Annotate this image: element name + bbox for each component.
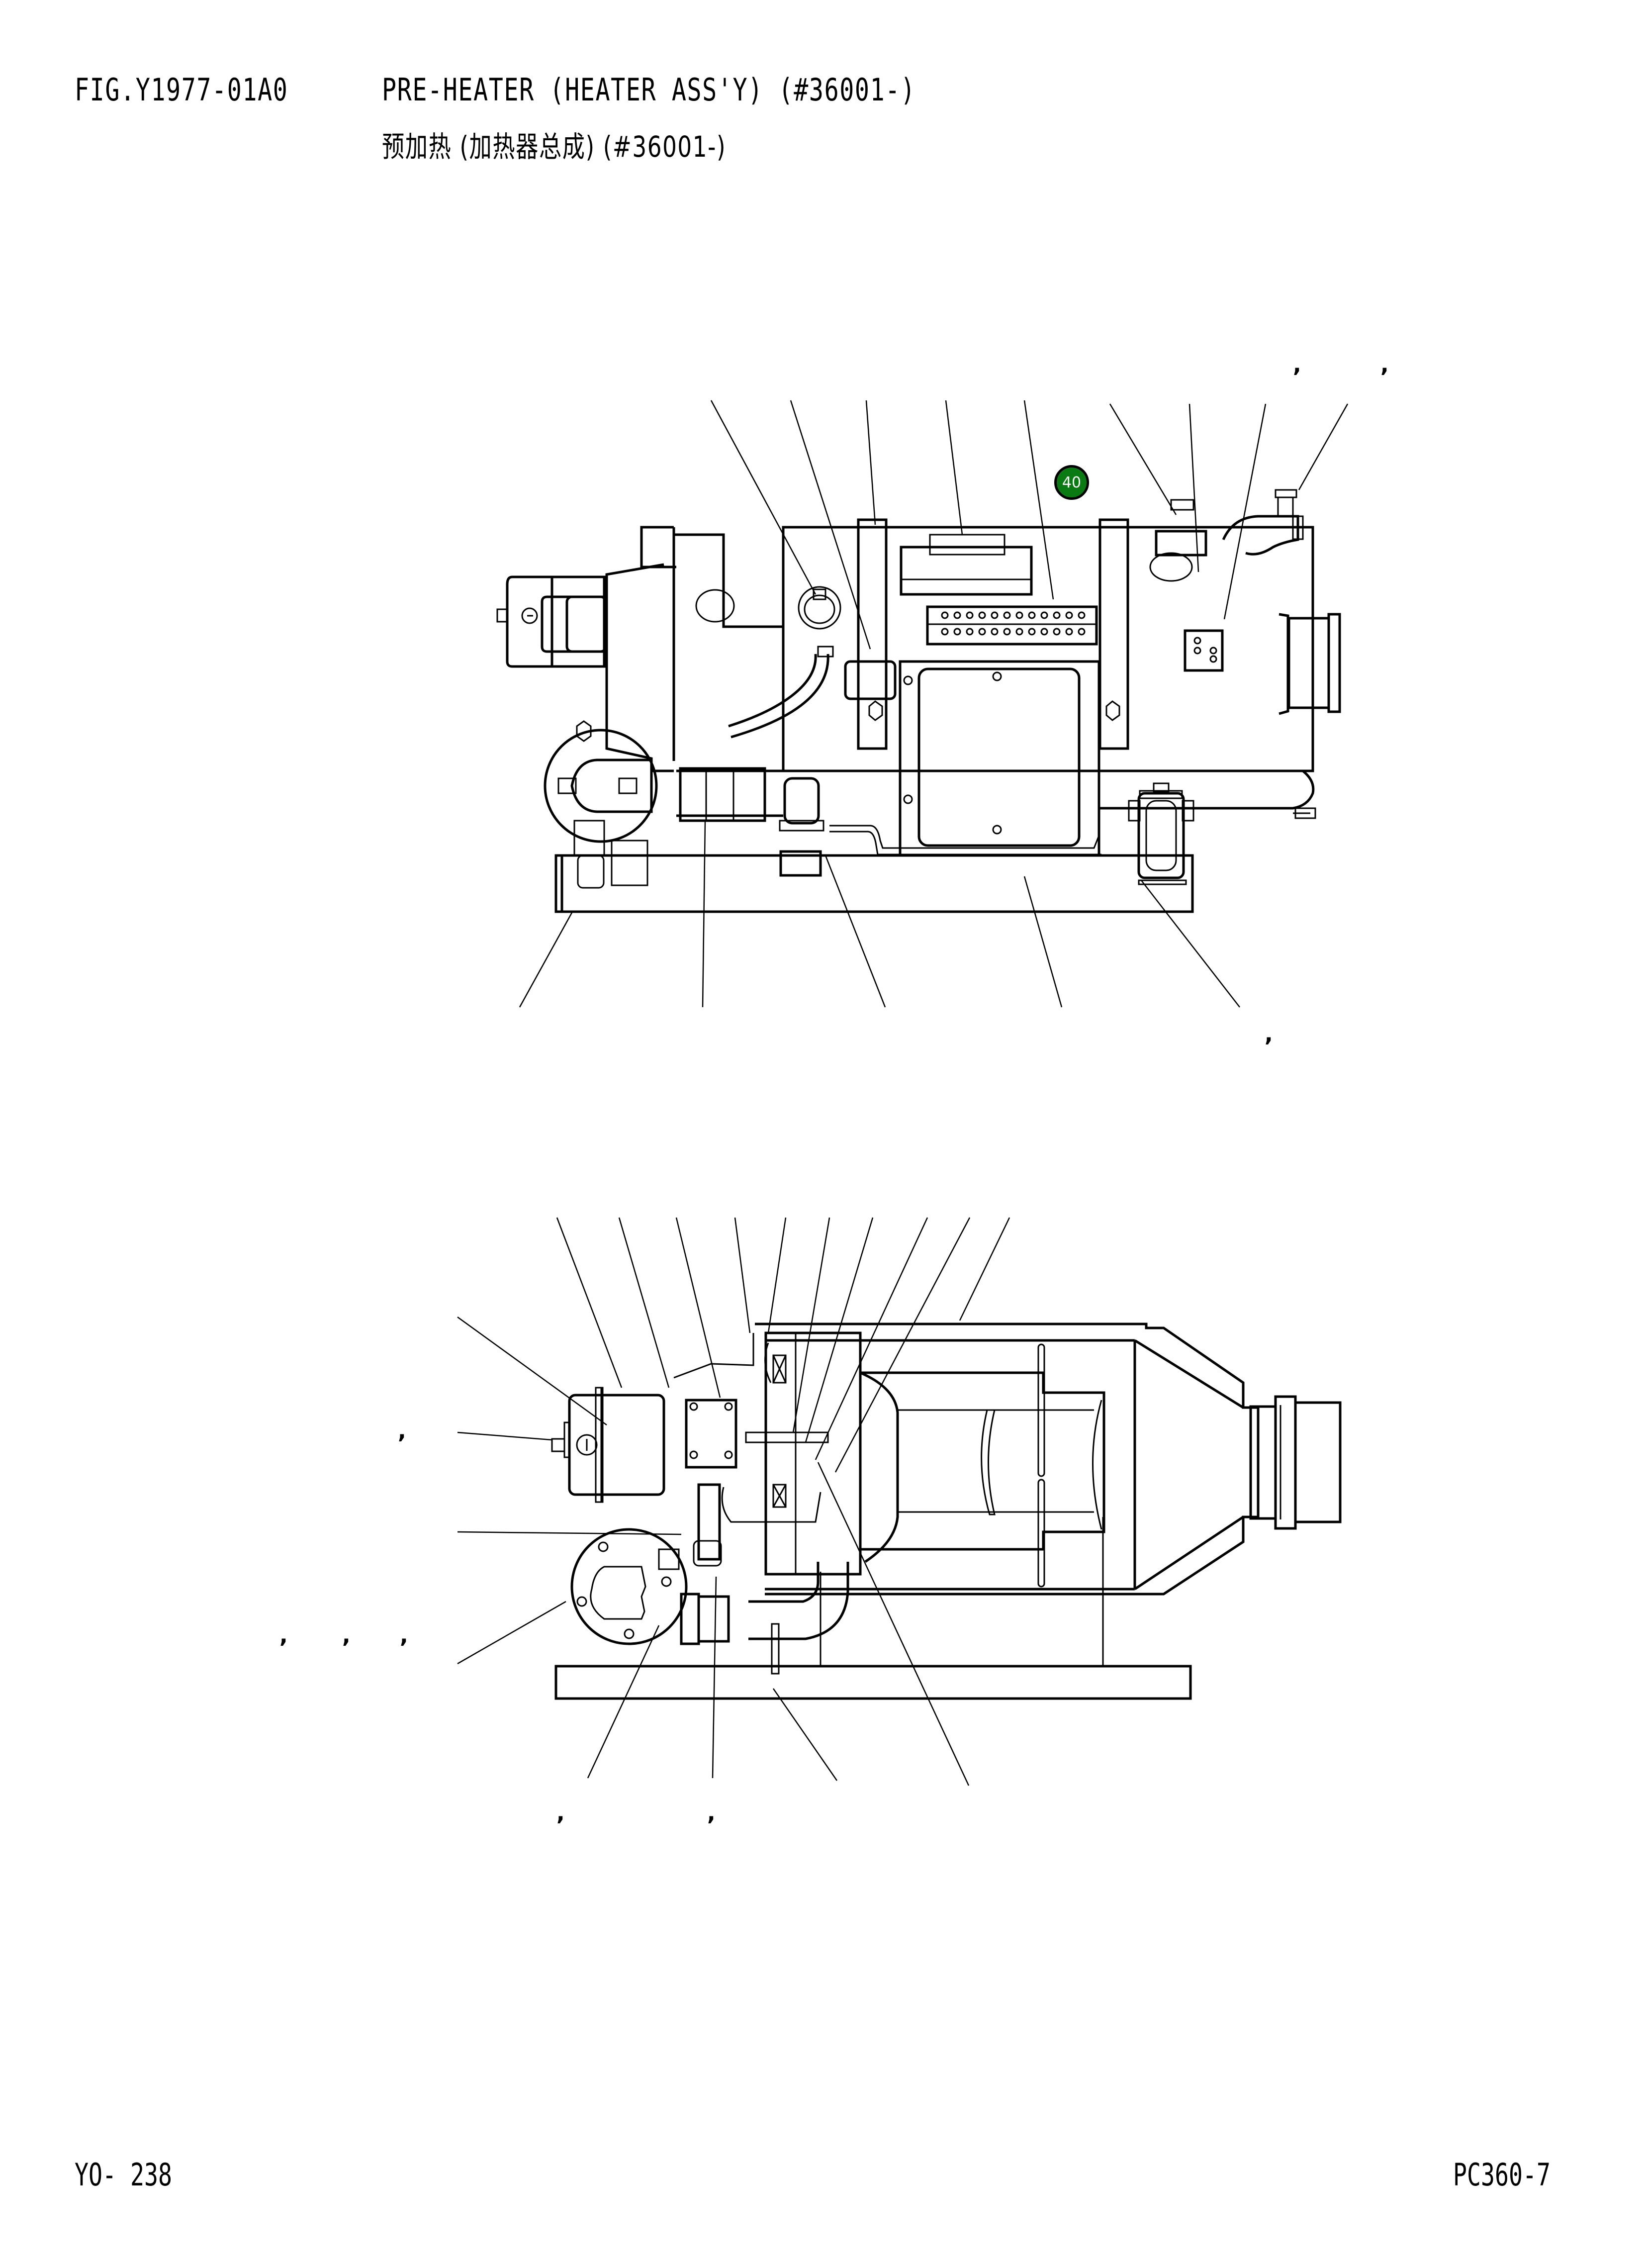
water-temp-sensor bbox=[1156, 531, 1206, 555]
blower-motor-lower bbox=[569, 1395, 664, 1495]
mounting-strap-left bbox=[858, 520, 886, 749]
leader-lines-bottom-lower bbox=[588, 1462, 969, 1786]
fuel-filter bbox=[785, 778, 819, 823]
ref-mark: , bbox=[400, 1623, 408, 1648]
ref-mark: , bbox=[556, 1800, 565, 1826]
ref-mark: , bbox=[398, 1418, 406, 1444]
page-number: YO- 238 bbox=[75, 2157, 172, 2193]
ref-mark: , bbox=[1265, 1022, 1273, 1047]
callout-badge[interactable]: 40 bbox=[1054, 465, 1089, 500]
ref-mark: , bbox=[1293, 352, 1301, 378]
combustion-chamber bbox=[860, 1373, 1104, 1549]
top-view-drawing bbox=[457, 1218, 1340, 1786]
overheat-sensor bbox=[799, 587, 840, 629]
burner-head bbox=[766, 1333, 860, 1574]
fuel-pump bbox=[545, 730, 656, 842]
base-plate bbox=[556, 855, 1192, 912]
controller-box bbox=[900, 662, 1099, 855]
side-view-drawing bbox=[497, 400, 1348, 1007]
figure-number: FIG.Y1977-01A0 bbox=[75, 72, 288, 108]
mounting-strap-right bbox=[1100, 520, 1128, 749]
fan-housing bbox=[607, 565, 674, 771]
base-plate-lower bbox=[556, 1666, 1190, 1699]
exhaust-outlet bbox=[1279, 614, 1288, 714]
heater-casing bbox=[783, 527, 1313, 771]
ref-mark: , bbox=[707, 1800, 716, 1826]
fuel-pump-lower bbox=[572, 1529, 686, 1644]
heat-exchanger-body bbox=[755, 1324, 1258, 1594]
title-english: PRE-HEATER (HEATER ASS'Y) (#36001-) bbox=[382, 72, 916, 108]
blower-motor bbox=[542, 597, 604, 652]
nameplate bbox=[1185, 631, 1222, 670]
combustion-air-duct bbox=[680, 768, 765, 821]
ref-mark: , bbox=[279, 1623, 288, 1648]
controller-cover bbox=[919, 669, 1079, 846]
exhaust-outlet-lower bbox=[1251, 1407, 1276, 1518]
ref-mark: , bbox=[342, 1623, 351, 1648]
fuel-pipe bbox=[731, 654, 828, 737]
leader-lines-bottom bbox=[520, 821, 1240, 1007]
ref-mark: , bbox=[1380, 352, 1389, 378]
glow-plug-relay bbox=[901, 547, 1031, 594]
motor-end-cap bbox=[507, 577, 552, 666]
water-outlet-elbow bbox=[1223, 516, 1298, 554]
leader-lines-top-lower bbox=[557, 1218, 1009, 1472]
flame-tube-baffle bbox=[982, 1410, 995, 1514]
terminal-block bbox=[927, 607, 1096, 644]
air-intake-hose bbox=[748, 1562, 818, 1602]
glow-plug bbox=[746, 1432, 828, 1442]
title-chinese: 预加热 (加热器总成) (#36001-) bbox=[382, 130, 727, 164]
water-separator bbox=[1139, 793, 1184, 878]
leader-lines-left-lower bbox=[457, 1317, 681, 1664]
solenoid-valve bbox=[699, 1485, 720, 1559]
machine-model: PC360-7 bbox=[1453, 2157, 1551, 2193]
fuel-pump-block bbox=[686, 1400, 736, 1467]
leader-lines-top bbox=[711, 400, 1348, 649]
